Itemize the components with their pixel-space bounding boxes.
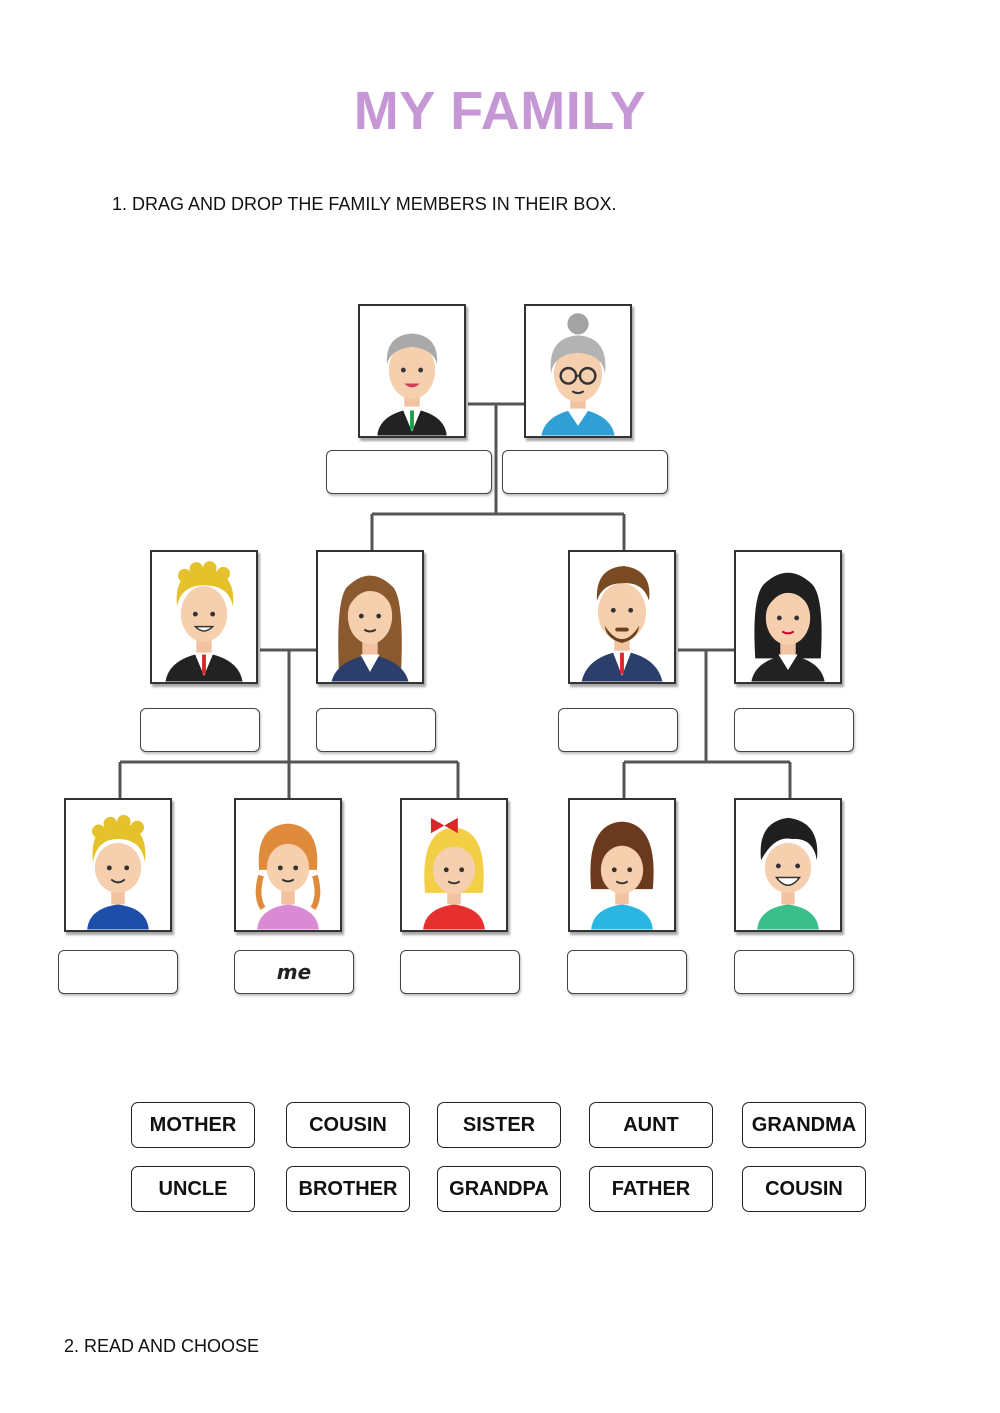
father-icon	[165, 561, 243, 682]
word-chip-sister[interactable]: SISTER	[437, 1102, 561, 1148]
brother-card	[64, 798, 172, 932]
cousin-girl-card	[568, 798, 676, 932]
answer-slot-sister[interactable]	[400, 950, 520, 994]
answer-slot-grandpa[interactable]	[326, 450, 492, 494]
answer-slot-uncle[interactable]	[558, 708, 678, 752]
sister-icon	[423, 817, 485, 930]
aunt-card	[734, 550, 842, 684]
aunt-icon	[751, 572, 825, 682]
grandma-card	[524, 304, 632, 438]
me-card	[234, 798, 342, 932]
mother-card	[316, 550, 424, 684]
word-chip-cousin-2[interactable]: COUSIN	[742, 1166, 866, 1212]
answer-slot-mother[interactable]	[316, 708, 436, 752]
word-chip-brother[interactable]: BROTHER	[286, 1166, 410, 1212]
answer-slot-grandma[interactable]	[502, 450, 668, 494]
word-chip-cousin[interactable]: COUSIN	[286, 1102, 410, 1148]
word-chip-grandpa[interactable]: GRANDPA	[437, 1166, 561, 1212]
grandpa-icon	[377, 333, 447, 436]
grandpa-card	[358, 304, 466, 438]
father-card	[150, 550, 258, 684]
word-chip-uncle[interactable]: UNCLE	[131, 1166, 255, 1212]
answer-slot-brother[interactable]	[58, 950, 178, 994]
word-chip-aunt[interactable]: AUNT	[589, 1102, 713, 1148]
cousin-girl-icon	[590, 821, 654, 930]
cousin-boy-icon	[757, 817, 819, 930]
instruction-drag-drop: 1. DRAG AND DROP THE FAMILY MEMBERS IN T…	[112, 194, 617, 214]
answer-slot-cousin-boy[interactable]	[734, 950, 854, 994]
grandma-icon	[541, 313, 615, 436]
brother-icon	[87, 814, 149, 930]
me-icon	[255, 823, 321, 930]
instruction-read-choose: 2. READ AND CHOOSE	[64, 1336, 260, 1356]
answer-slot-aunt[interactable]	[734, 708, 854, 752]
mother-icon	[331, 575, 409, 682]
answer-slot-me[interactable]: me	[234, 950, 354, 994]
page-title: MY FAMILY	[353, 81, 647, 141]
word-chip-father[interactable]: FATHER	[589, 1166, 713, 1212]
answer-slot-father[interactable]	[140, 708, 260, 752]
word-chip-grandma[interactable]: GRANDMA	[742, 1102, 866, 1148]
sister-card	[400, 798, 508, 932]
answer-slot-cousin-girl[interactable]	[567, 950, 687, 994]
uncle-card	[568, 550, 676, 684]
uncle-icon	[581, 565, 663, 682]
word-chip-mother[interactable]: MOTHER	[131, 1102, 255, 1148]
cousin-boy-card	[734, 798, 842, 932]
